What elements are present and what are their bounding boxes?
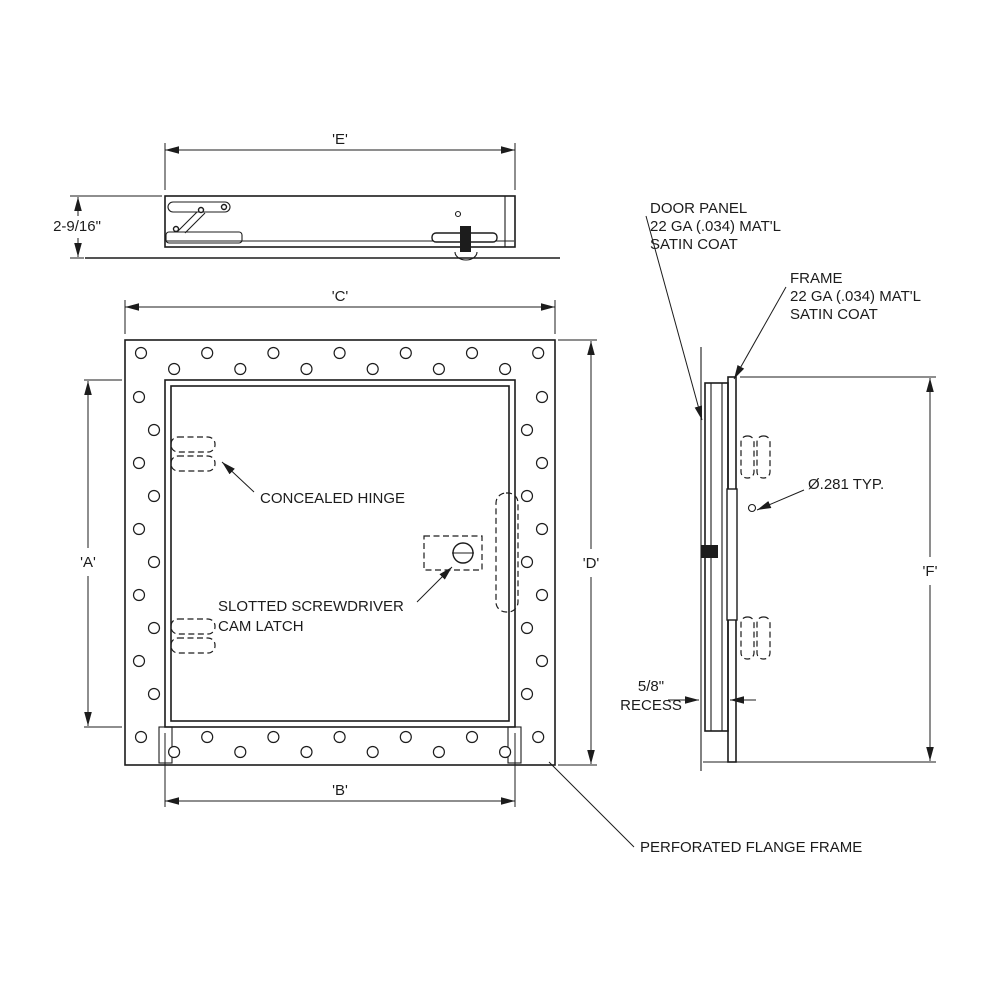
door-panel-label-line1: DOOR PANEL xyxy=(650,200,747,217)
dimension-d: 'D' xyxy=(558,339,600,766)
dimension-c: 'C' xyxy=(124,288,556,334)
side-view-hinge-bottom xyxy=(740,616,771,660)
dim-b-label: 'B' xyxy=(332,782,348,799)
side-view-latch-body xyxy=(701,545,718,558)
hinge-mechanism-top-view xyxy=(165,201,243,244)
concealed-hinge-label: CONCEALED HINGE xyxy=(260,490,405,507)
top-view-frame-body xyxy=(164,195,516,248)
dimension-b: 'B' xyxy=(164,733,516,807)
door-panel-callout: DOOR PANEL 22 GA (.034) MAT'L SATIN COAT xyxy=(645,200,781,421)
perforated-flange-label: PERFORATED FLANGE FRAME xyxy=(640,839,862,856)
dimension-frame-depth: 2-9/16" xyxy=(53,195,162,259)
flange-holes xyxy=(132,346,549,759)
side-view xyxy=(700,347,771,771)
concealed-hinge-top xyxy=(170,436,216,472)
hole-diameter-label: Ø.281 TYP. xyxy=(808,476,884,493)
frame-inner-edge xyxy=(164,379,516,728)
cam-latch-callout: SLOTTED SCREWDRIVER CAM LATCH xyxy=(218,566,453,635)
dim-a-label: 'A' xyxy=(80,554,96,571)
front-view: CONCEALED HINGE SLOTTED SCREWDRIVER CAM … xyxy=(124,339,556,766)
door-panel-label-line2: 22 GA (.034) MAT'L xyxy=(650,218,781,235)
side-view-hinge-top xyxy=(740,435,771,479)
frame-mounting-hole xyxy=(747,503,757,513)
dim-f-label: 'F' xyxy=(923,563,938,580)
cam-latch-top-view xyxy=(431,210,498,261)
flange-outer-edge xyxy=(124,339,556,766)
concealed-hinge-callout: CONCEALED HINGE xyxy=(221,461,405,507)
dim-e-label: 'E' xyxy=(332,131,348,148)
recess-text-label: RECESS xyxy=(620,697,682,714)
hole-diameter-callout: Ø.281 TYP. xyxy=(756,476,884,511)
frame-label-line1: FRAME xyxy=(790,270,843,287)
dimension-f: 'F' xyxy=(703,376,938,763)
cam-latch-label-line2: CAM LATCH xyxy=(218,618,304,635)
dimension-recess: 5/8" RECESS xyxy=(620,678,756,714)
dimension-a: 'A' xyxy=(80,379,122,728)
perforated-flange-callout: PERFORATED FLANGE FRAME xyxy=(548,761,862,856)
concealed-hinge-bottom xyxy=(170,618,216,654)
cam-latch-label-line1: SLOTTED SCREWDRIVER xyxy=(218,598,404,615)
dimension-e: 'E' xyxy=(164,131,516,190)
door-panel-label-line3: SATIN COAT xyxy=(650,236,738,253)
frame-label-line2: 22 GA (.034) MAT'L xyxy=(790,288,921,305)
latch-keeper xyxy=(495,492,519,613)
dim-frame-depth-label: 2-9/16" xyxy=(53,218,101,235)
door-panel-edge xyxy=(170,385,510,722)
cam-latch-front-view xyxy=(423,492,519,613)
frame-label-line3: SATIN COAT xyxy=(790,306,878,323)
side-view-latch-plate xyxy=(726,488,738,621)
top-section-view xyxy=(85,195,560,261)
frame-callout: FRAME 22 GA (.034) MAT'L SATIN COAT xyxy=(733,270,921,380)
recess-value-label: 5/8" xyxy=(638,678,664,695)
dim-d-label: 'D' xyxy=(583,555,600,572)
dim-c-label: 'C' xyxy=(332,288,349,305)
